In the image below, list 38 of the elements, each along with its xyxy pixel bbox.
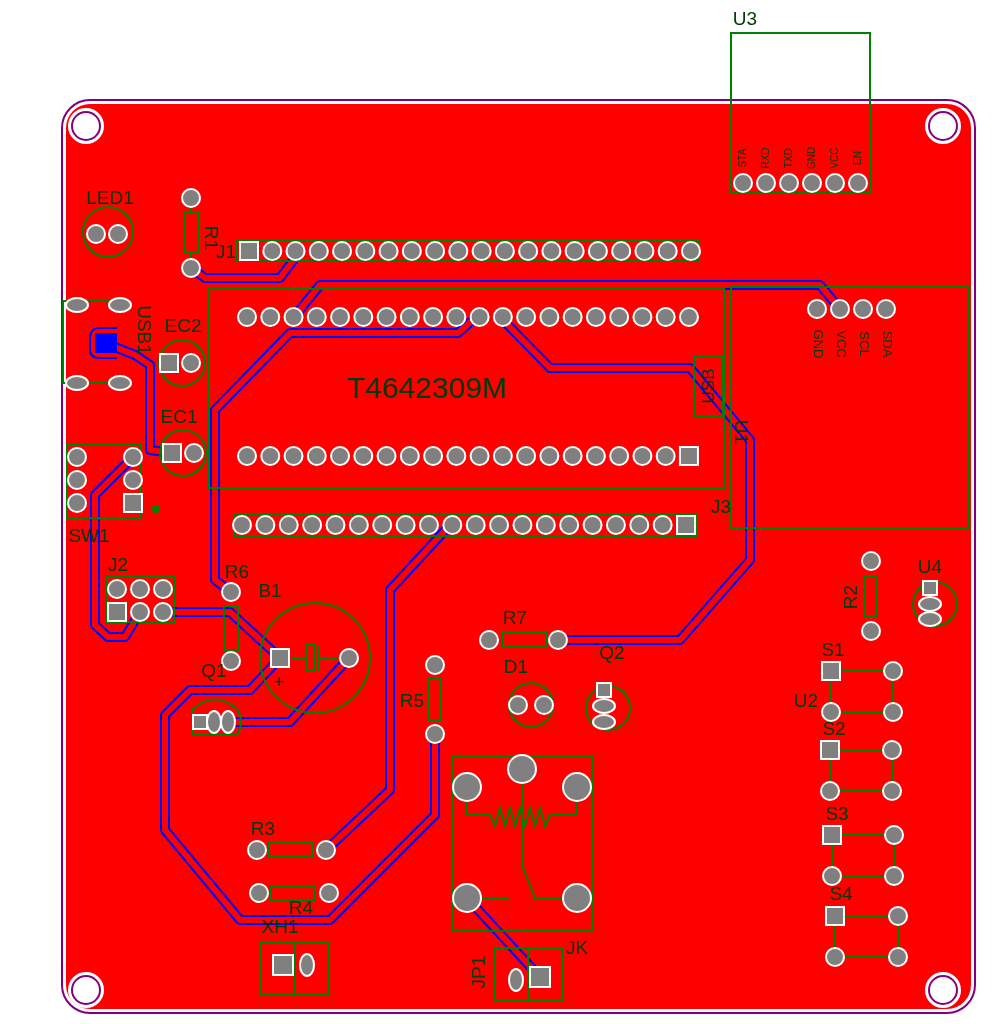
designator: S4 <box>829 883 853 903</box>
designator: Q1 <box>201 660 227 680</box>
designator: U2 <box>793 690 819 710</box>
designator: EC2 <box>164 315 202 335</box>
pin-label: EN <box>853 151 863 165</box>
pin-label: GND <box>811 329 825 359</box>
designator: S2 <box>822 718 846 738</box>
pin-label: TXD <box>784 148 794 168</box>
designator: R4 <box>288 897 314 917</box>
designator: JP1 <box>468 955 488 989</box>
polarity-mark: + <box>273 671 285 691</box>
pin-label: GND <box>807 146 817 170</box>
designator: J2 <box>107 554 129 574</box>
pin-label: SCL <box>857 331 871 357</box>
pin-label: STA <box>738 148 748 168</box>
designator: R3 <box>250 818 276 838</box>
part-number: T4642309M <box>346 373 508 403</box>
designator: U1 <box>731 419 751 445</box>
pin-label: VCC <box>830 147 840 169</box>
pin-label: RXD <box>761 147 771 169</box>
designator: R5 <box>399 690 425 710</box>
pin-label: SDA <box>880 330 894 358</box>
designator: U4 <box>917 556 943 576</box>
designator: R6 <box>224 561 250 581</box>
designator: USB1 <box>134 305 154 355</box>
designator: LED1 <box>86 187 134 207</box>
designator: S3 <box>825 803 849 823</box>
designator: U3 <box>732 8 758 28</box>
designator: D1 <box>503 656 529 676</box>
designator: B1 <box>258 580 282 600</box>
pin-label: VCC <box>834 330 848 358</box>
designator: R7 <box>502 607 528 627</box>
designator: EC1 <box>160 406 198 426</box>
designator: R2 <box>840 584 860 610</box>
designator: JK <box>565 937 589 957</box>
designator: USB <box>699 368 717 404</box>
designator: Q2 <box>599 642 625 662</box>
designator: S1 <box>821 639 845 659</box>
